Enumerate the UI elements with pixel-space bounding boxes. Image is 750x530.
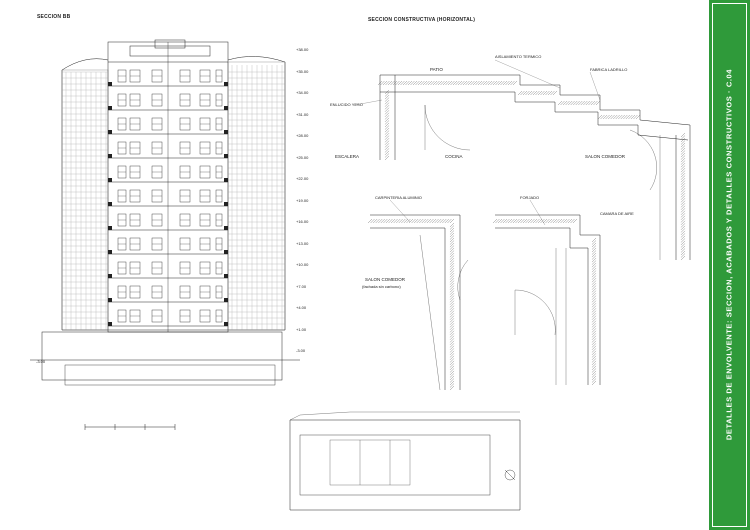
level-marker: +7.00 bbox=[296, 283, 307, 289]
room-cocina: COCINA bbox=[445, 154, 463, 159]
level-marker: +31.00 bbox=[296, 111, 309, 117]
level-marker: +25.00 bbox=[296, 154, 309, 160]
level-marker: +16.00 bbox=[296, 219, 309, 224]
level-marker: +13.00 bbox=[296, 240, 309, 246]
note-carpinteria: CARPINTERIA ALUMINIO bbox=[375, 195, 422, 200]
note-aislamiento: AISLAMIENTO TERMICO bbox=[495, 54, 542, 59]
room-salon: SALON COMEDOR bbox=[585, 154, 626, 159]
title-band-frame bbox=[712, 3, 747, 527]
note-forjado: FORJADO bbox=[520, 195, 540, 200]
room-salon-2: SALON COMEDOR bbox=[365, 277, 406, 282]
detail-corner-b bbox=[495, 214, 601, 385]
level-marker: +10.00 bbox=[296, 262, 309, 267]
level-marker: +35.00 bbox=[296, 68, 309, 74]
level-marker: +28.00 bbox=[296, 133, 309, 138]
level-marker: -3.00 bbox=[36, 359, 46, 364]
level-marker: -3.00 bbox=[296, 348, 306, 353]
level-marker: +4.00 bbox=[296, 305, 307, 310]
level-marker: +34.00 bbox=[296, 90, 309, 95]
note-enlucido: ENLUCIDO YESO bbox=[330, 102, 363, 107]
note-camara: CAMARA DE AIRE bbox=[600, 211, 634, 216]
level-marker: +19.00 bbox=[296, 197, 309, 203]
level-marker: +22.00 bbox=[296, 176, 309, 181]
site-plan bbox=[289, 411, 521, 511]
detail-corner-a bbox=[370, 214, 469, 391]
title-band: DETALLES DE ENVOLVENTE: SECCION, ACABADO… bbox=[709, 0, 750, 530]
building-section bbox=[30, 39, 300, 386]
scale-bar bbox=[84, 424, 176, 430]
level-marker: +38.00 bbox=[296, 47, 309, 52]
band-title: DETALLES DE ENVOLVENTE: SECCION, ACABADO… bbox=[724, 68, 734, 441]
note-fabrica: FABRICA LADRILLO bbox=[590, 67, 628, 72]
room-escalera: ESCALERA bbox=[335, 154, 360, 159]
detail-title: SECCION CONSTRUCTIVA (HORIZONTAL) bbox=[368, 17, 476, 23]
room-patio: PATIO bbox=[430, 67, 443, 72]
room-salon-2-sub: (fachada sin carbono) bbox=[362, 284, 401, 289]
detail-horizontal-section bbox=[379, 74, 691, 260]
section-title: SECCION BB bbox=[37, 14, 71, 20]
level-marker: +1.00 bbox=[296, 326, 307, 332]
